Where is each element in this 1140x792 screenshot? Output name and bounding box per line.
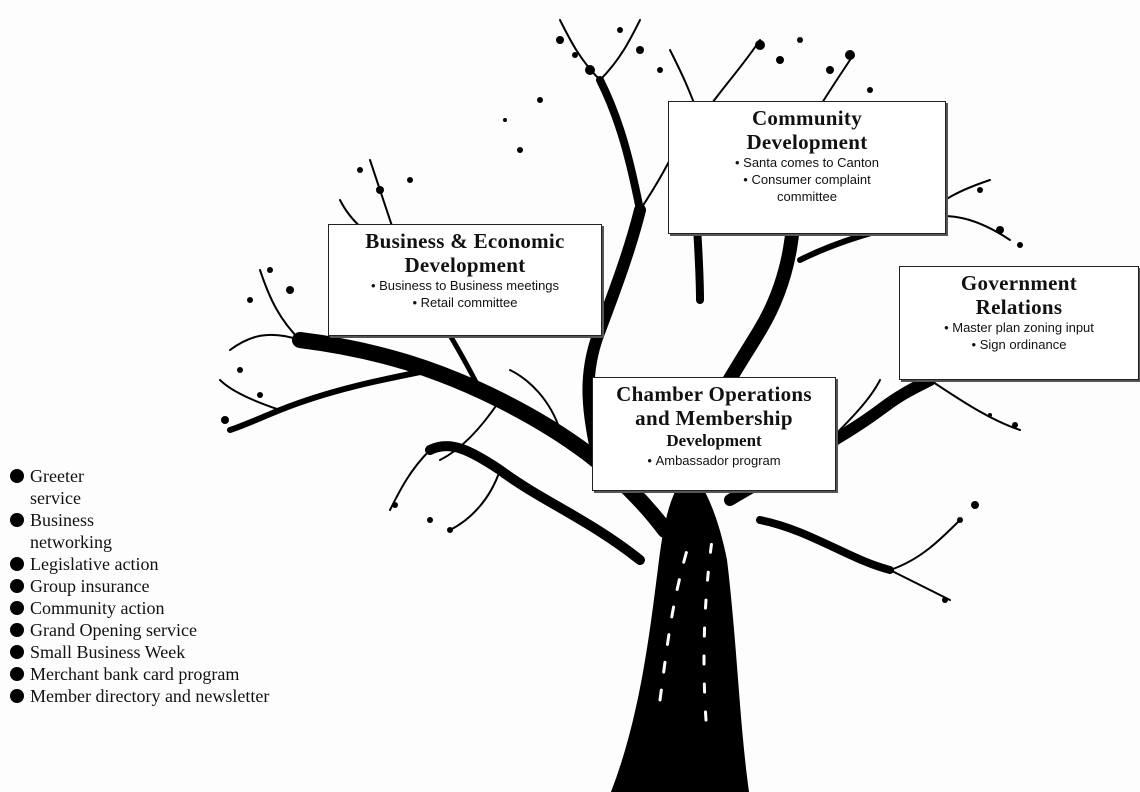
member-services-list: Greeter service Business networking Legi…	[10, 465, 430, 707]
chamber-item: Ambassador program	[599, 452, 829, 469]
government-item: Master plan zoning input	[906, 319, 1132, 336]
business-economic-development-box: Business & Economic Development Business…	[328, 224, 602, 336]
service-item: Group insurance	[10, 575, 430, 597]
business-title-line1: Business & Economic	[365, 229, 565, 253]
service-label: Business networking	[30, 510, 112, 552]
service-label: Greeter service	[30, 466, 84, 508]
service-item: Business networking	[10, 509, 430, 553]
branch-top-left	[596, 76, 644, 214]
service-label: Community action	[30, 598, 165, 618]
community-item: Santa comes to Canton	[675, 154, 939, 171]
community-item: Consumer complaint	[675, 171, 939, 188]
service-label: Group insurance	[30, 576, 150, 596]
service-item: Merchant bank card program	[10, 663, 430, 685]
bullet-dot-icon	[10, 513, 24, 527]
bullet-dot-icon	[10, 579, 24, 593]
community-title-line2: Development	[746, 130, 868, 154]
bullet-dot-icon	[10, 557, 24, 571]
business-title-line2: Development	[404, 253, 526, 277]
government-title-line2: Relations	[975, 295, 1063, 319]
service-label: Grand Opening service	[30, 620, 197, 640]
service-item: Legislative action	[10, 553, 430, 575]
trunk-highlight-2	[702, 538, 714, 722]
chamber-title-line3: Development	[666, 431, 762, 450]
community-item-continued: committee	[777, 189, 837, 204]
business-item: Business to Business meetings	[335, 277, 595, 294]
service-label: Small Business Week	[30, 642, 186, 662]
branch-right-low	[756, 516, 894, 574]
tree-trunk	[611, 469, 749, 792]
foliage	[221, 27, 1023, 603]
chamber-title-line1: Chamber Operations	[616, 382, 812, 406]
service-label: Legislative action	[30, 554, 159, 574]
bullet-dot-icon	[10, 689, 24, 703]
chamber-operations-box: Chamber Operations and Membership Develo…	[592, 377, 836, 491]
service-item: Greeter service	[10, 465, 430, 509]
government-title-line1: Government	[960, 271, 1078, 295]
government-item: Sign ordinance	[906, 336, 1132, 353]
service-label: Member directory and newsletter	[30, 686, 270, 706]
service-label: Merchant bank card program	[30, 664, 240, 684]
service-item: Community action	[10, 597, 430, 619]
business-item: Retail committee	[335, 294, 595, 311]
bullet-dot-icon	[10, 601, 24, 615]
bullet-dot-icon	[10, 469, 24, 483]
community-development-box: Community Development Santa comes to Can…	[668, 101, 946, 234]
bullet-dot-icon	[10, 645, 24, 659]
bullet-dot-icon	[10, 667, 24, 681]
chamber-title-line2: and Membership	[635, 406, 793, 430]
service-item: Grand Opening service	[10, 619, 430, 641]
community-title-line1: Community	[751, 106, 863, 130]
trunk-highlight	[658, 538, 692, 702]
branch-left-low	[425, 441, 645, 565]
service-item: Small Business Week	[10, 641, 430, 663]
service-item: Member directory and newsletter	[10, 685, 430, 707]
branch-far-left	[227, 367, 433, 433]
bullet-dot-icon	[10, 623, 24, 637]
government-relations-box: Government Relations Master plan zoning …	[899, 266, 1139, 380]
